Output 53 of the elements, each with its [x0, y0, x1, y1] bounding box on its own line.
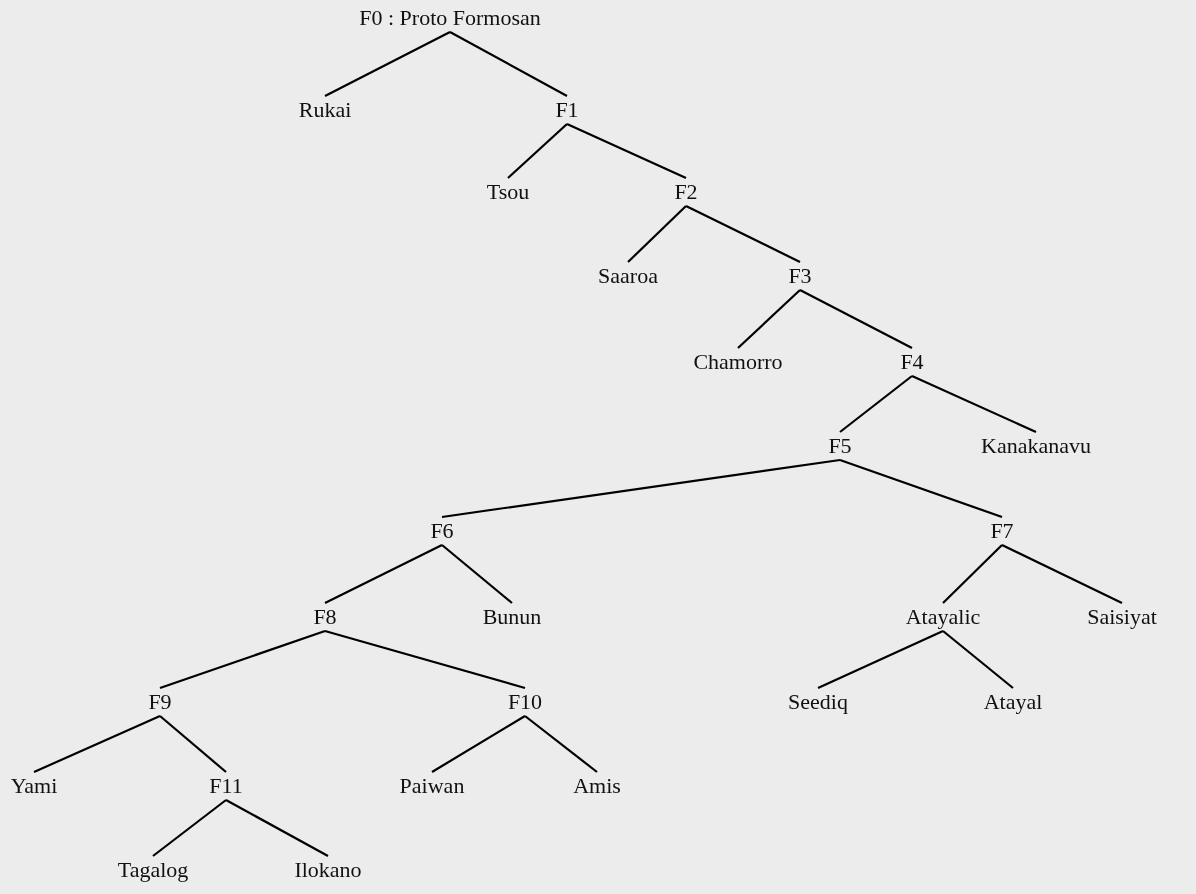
tree-node-label: Atayal [981, 690, 1045, 714]
tree-branch-line [942, 630, 1014, 689]
tree-branch-line [159, 715, 227, 773]
tree-node-label: Kanakanavu [979, 434, 1093, 458]
tree-branch-line [152, 799, 227, 857]
tree-node-label: Chamorro [691, 350, 785, 374]
tree-branch-line [627, 205, 687, 263]
tree-node-label: Rukai [296, 98, 354, 122]
tree-node-label: F5 [826, 434, 854, 458]
tree-branch-line [911, 375, 1037, 433]
tree-branch-line [449, 31, 568, 97]
tree-node-label: F4 [898, 350, 926, 374]
tree-node-label: Yami [8, 774, 60, 798]
tree-branch-line [817, 630, 944, 689]
tree-branch-line [839, 375, 913, 433]
tree-node-label: Amis [571, 774, 623, 798]
tree-branch-line [33, 715, 161, 773]
tree-node-label: F7 [988, 519, 1016, 543]
tree-node-label: F6 [428, 519, 456, 543]
tree-branch-line [685, 205, 801, 263]
tree-node-label: Saaroa [596, 264, 660, 288]
tree-node-label: Seediq [786, 690, 850, 714]
tree-node-label: F1 [553, 98, 581, 122]
tree-node-label: F0 : Proto Formosan [357, 6, 543, 30]
tree-branch-line [839, 458, 1003, 519]
tree-branch-line [942, 544, 1003, 604]
tree-branch-line [507, 123, 568, 179]
tree-node-label: F11 [207, 774, 245, 798]
tree-branch-line [324, 629, 526, 690]
tree-branch-line [1001, 544, 1123, 604]
tree-node-label: Paiwan [397, 774, 467, 798]
tree-branch-line [431, 715, 526, 773]
tree-node-label: Saisiyat [1085, 605, 1159, 629]
tree-branch-line [566, 123, 687, 179]
tree-node-label: Tsou [484, 180, 532, 204]
tree-node-label: F8 [311, 605, 339, 629]
tree-node-label: F3 [786, 264, 814, 288]
tree-node-label: Atayalic [903, 605, 983, 629]
tree-node-label: Ilokano [292, 858, 364, 882]
tree-node-label: F10 [505, 690, 545, 714]
tree-branch-line [737, 289, 801, 349]
tree-branch-line [799, 289, 913, 349]
tree-branch-line [225, 799, 329, 857]
tree-branch-line [524, 715, 598, 773]
tree-node-label: Bunun [480, 605, 544, 629]
tree-node-label: F9 [146, 690, 174, 714]
tree-node-label: Tagalog [115, 858, 191, 882]
tree-branch-line [324, 544, 443, 604]
tree-branch-line [159, 629, 326, 690]
tree-branch-line [441, 458, 841, 519]
tree-branch-line [441, 544, 513, 604]
tree-branch-line [324, 31, 451, 97]
tree-node-label: F2 [672, 180, 700, 204]
